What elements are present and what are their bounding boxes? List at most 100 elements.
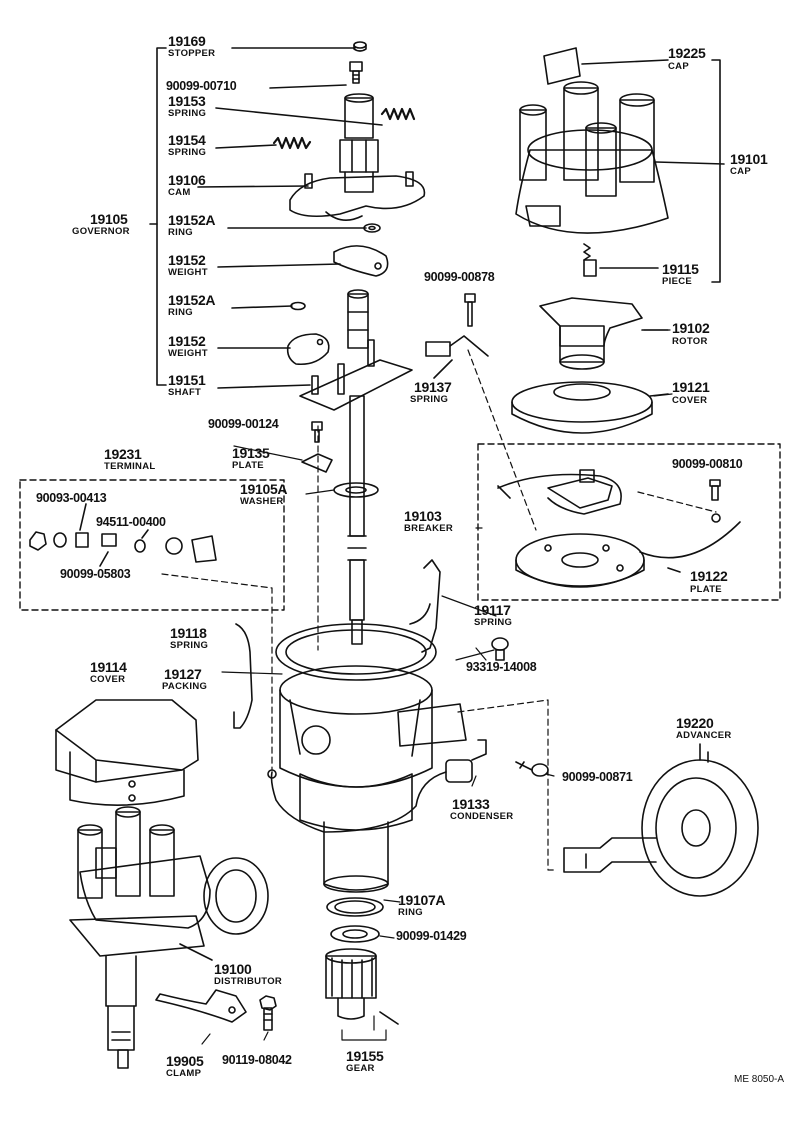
part-number-19154: 19154 — [168, 132, 206, 148]
part-number-19220: 19220 — [676, 715, 714, 731]
condenser-19133 — [267, 739, 487, 833]
leader-lines — [201, 329, 673, 1045]
spring-19137 — [425, 335, 489, 379]
spring-19153 — [380, 107, 416, 121]
part-number-90119-08042: 90119-08042 — [222, 1053, 292, 1067]
screw-90099-00124 — [311, 421, 323, 443]
part-name-cap-19101: CAP — [730, 166, 751, 177]
spring-19118 — [233, 623, 253, 729]
part-name-washer-19105A: WASHER — [240, 496, 284, 507]
part-number-90099-00871: 90099-00871 — [562, 770, 633, 784]
part-number-19135: 19135 — [232, 445, 270, 461]
part-name-condenser: CONDENSER — [450, 811, 514, 822]
part-name-rotor: ROTOR — [672, 336, 708, 347]
part-name-cap-19225: CAP — [668, 61, 689, 72]
advancer-19220 — [563, 743, 759, 897]
terminal-19231 — [29, 503, 217, 567]
part-number-19231: 19231 — [104, 446, 142, 462]
part-number-19137: 19137 — [414, 379, 452, 395]
part-name-cam: CAM — [168, 187, 191, 198]
part-number-19155: 19155 — [346, 1048, 384, 1064]
part-name-distributor: DISTRIBUTOR — [214, 976, 283, 987]
part-name-breaker: BREAKER — [404, 523, 454, 534]
part-number-19115: 19115 — [662, 261, 699, 277]
part-number-19114: 19114 — [90, 659, 127, 675]
part-name-advancer: ADVANCER — [676, 730, 732, 741]
cover-19114 — [55, 699, 199, 806]
ring-19152A-lower — [290, 301, 306, 311]
part-number-19152A-lower: 19152A — [168, 292, 216, 308]
distributor-cap-19101 — [515, 59, 725, 234]
rotor-19102 — [539, 297, 669, 370]
plate-19135 — [301, 453, 333, 473]
ring-19107A — [326, 897, 384, 917]
part-name-packing: PACKING — [162, 681, 208, 692]
terminal-box — [19, 479, 285, 611]
part-name-gear: GEAR — [346, 1063, 375, 1074]
part-name-plate-19122: PLATE — [690, 584, 722, 595]
part-number-90099-00810: 90099-00810 — [672, 457, 743, 471]
gear-19155 — [325, 948, 399, 1025]
cap-bracket — [711, 59, 721, 283]
diagram-code: ME 8050-A — [734, 1074, 785, 1085]
part-number-19133: 19133 — [452, 796, 490, 812]
screw-90099-00871 — [515, 761, 549, 777]
washer-19105A — [333, 482, 379, 498]
part-name-terminal: TERMINAL — [104, 461, 156, 472]
screw-90099-00878 — [464, 293, 476, 327]
part-name-shaft: SHAFT — [168, 387, 202, 398]
part-number-19100: 19100 — [214, 961, 252, 977]
distributor-assembly-19100 — [69, 806, 269, 1069]
part-number-19905: 19905 — [166, 1053, 204, 1069]
part-name-weight-upper: WEIGHT — [168, 267, 208, 278]
part-name-spring-19137: SPRING — [410, 394, 449, 405]
assembly-guide-lines — [161, 349, 717, 871]
spring-19154 — [272, 136, 312, 150]
plate-19122 — [515, 513, 741, 588]
part-number-19122: 19122 — [690, 568, 728, 584]
part-number-19103: 19103 — [404, 508, 442, 524]
part-number-90093-00413: 90093-00413 — [36, 491, 107, 505]
part-number-19105: 19105 — [90, 211, 128, 227]
part-number-19153: 19153 — [168, 93, 206, 109]
part-number-19105A: 19105A — [240, 481, 288, 497]
screw-90099-00810 — [709, 479, 721, 501]
part-name-stopper: STOPPER — [168, 48, 216, 59]
part-name-spring-19117: SPRING — [474, 617, 513, 628]
part-name-clamp: CLAMP — [166, 1068, 202, 1079]
part-name-plate-19135: PLATE — [232, 460, 264, 471]
part-number-19101: 19101 — [730, 151, 768, 167]
part-name-weight-lower: WEIGHT — [168, 348, 208, 359]
part-number-19127: 19127 — [164, 666, 202, 682]
housing-body — [275, 603, 467, 893]
part-number-19225: 19225 — [668, 45, 706, 61]
part-name-cover-19114: COVER — [90, 674, 126, 685]
governor-bracket — [149, 47, 383, 389]
shaft-19151 — [299, 289, 413, 645]
stopper-19169 — [353, 41, 367, 52]
part-number-19151: 19151 — [168, 372, 206, 388]
part-name-ring-upper: RING — [168, 227, 193, 238]
part-number-19152-upper: 19152 — [168, 252, 206, 268]
spring-19117 — [421, 559, 441, 653]
ring-19152A-upper — [363, 223, 381, 233]
screw-90099-00710 — [349, 61, 363, 84]
weight-19152-upper — [333, 245, 389, 277]
part-number-90099-00710: 90099-00710 — [166, 79, 237, 93]
breaker-plate-box — [477, 443, 781, 601]
part-number-90099-00878: 90099-00878 — [424, 270, 495, 284]
part-number-19118: 19118 — [170, 625, 207, 641]
dust-cover-19121 — [511, 381, 669, 434]
breaker-19103 — [497, 469, 622, 515]
part-number-90099-01429: 90099-01429 — [396, 929, 467, 943]
part-number-90099-05803: 90099-05803 — [60, 567, 131, 581]
cam-19106 — [289, 93, 426, 221]
part-name-spring-19118: SPRING — [170, 640, 209, 651]
clamp-19905 — [155, 989, 247, 1023]
part-name-spring-19154: SPRING — [168, 147, 207, 158]
washer-90099-01429 — [330, 925, 380, 943]
part-number-94511-00400: 94511-00400 — [96, 515, 166, 529]
part-number-19121: 19121 — [672, 379, 710, 395]
